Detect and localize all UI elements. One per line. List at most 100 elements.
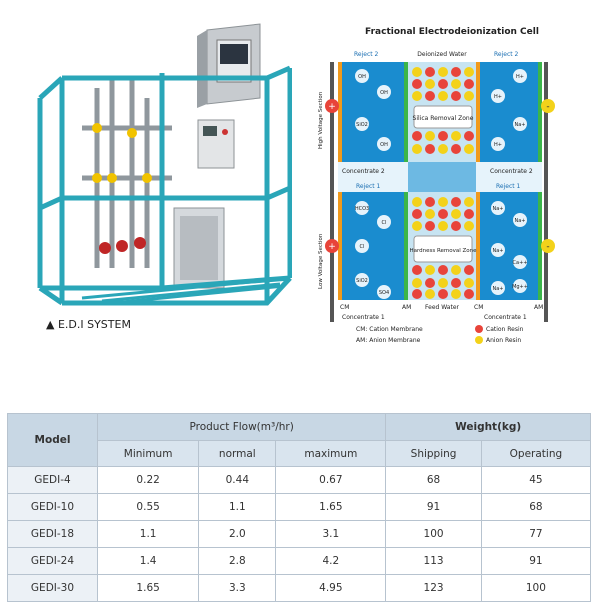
legend-cation: Cation Resin [486,326,524,333]
ion: H+ [494,94,502,100]
normal-cell: 2.8 [198,547,277,575]
table-row: GEDI-18 1.1 2.0 3.1 100 77 [7,520,592,548]
ion: Mg++ [512,284,528,290]
middle-channel [408,162,476,192]
right-electrode-strip [544,62,548,322]
minimum-cell: 1.4 [96,547,200,575]
operating-cell: 68 [480,493,592,521]
normal-cell: 1.1 [198,493,277,521]
reject1-right: Reject 1 [496,183,521,190]
shipping-cell: 113 [385,547,482,575]
minimum-cell: 1.1 [96,520,200,548]
shipping-cell: 100 [385,520,482,548]
table-row: GEDI-4 0.22 0.44 0.67 68 45 [7,466,592,494]
product-flow-header: Product Flow(m³/hr) [96,413,387,441]
upper-plus-sign: + [328,102,336,112]
lower-minus-electrode [541,239,555,253]
legend-am: AM: Anion Membrane [356,337,421,344]
normal-header: normal [198,440,277,467]
ion: Na+ [515,122,526,128]
normal-cell: 2.0 [198,520,277,548]
ion: Na+ [493,286,504,292]
reject1-left: Reject 1 [356,183,381,190]
model-cell: GEDI-30 [7,574,98,602]
weight-header: Weight(kg) [385,413,591,441]
reject2-right: Reject 2 [494,51,519,58]
operating-cell: 77 [480,520,592,548]
upper-zone-box [413,105,473,129]
maximum-header: maximum [275,440,387,467]
upper-minus-electrode [541,99,555,113]
lower-plus-electrode [325,239,339,253]
ion: OH [358,74,366,80]
table-row: GEDI-30 1.65 3.3 4.95 123 100 [7,574,592,602]
concentrate1-right: Concentrate 1 [484,314,527,321]
left-electrode-strip [330,62,334,322]
upper-ions-left: OH OH SiO2 OH [355,69,391,151]
model-cell: GEDI-4 [7,466,98,494]
upper-minus-sign: - [546,102,549,112]
upper-resin-beads [412,67,474,154]
model-cell: GEDI-24 [7,547,98,575]
control-cabinet [197,23,261,108]
photo-caption: ▲ E.D.I SYSTEM [46,318,131,331]
normal-cell: 0.44 [198,466,277,494]
lower-zone-label: Hardness Removal Zone [409,248,477,254]
ion: Ca++ [513,260,528,266]
legend-cm: CM: Cation Membrane [356,326,423,333]
lower-zone-box [413,235,473,263]
high-voltage-label: High Voltage Section [318,91,324,149]
operating-cell: 91 [480,547,592,575]
minimum-cell: 0.22 [96,466,200,494]
cation-resin-swatch [475,325,483,333]
lower-minus-sign: - [546,242,549,252]
ion: SiO2 [356,278,368,284]
concentrate1-left: Concentrate 1 [342,314,385,321]
maximum-cell: 1.65 [275,493,387,521]
maximum-cell: 4.95 [275,574,387,602]
minimum-header: Minimum [96,440,200,467]
cm-left: CM [340,304,349,311]
concentrate2-right: Concentrate 2 [490,168,533,175]
ion: OH [380,142,388,148]
valves [92,123,152,254]
ion: H+ [516,74,524,80]
operating-header: Operating [480,440,592,467]
shipping-header: Shipping [385,440,482,467]
table-row: GEDI-10 0.55 1.1 1.65 91 68 [7,493,592,521]
ion: Na+ [515,218,526,224]
am-right: AM [534,304,543,311]
model-cell: GEDI-18 [7,520,98,548]
minimum-cell: 0.55 [96,493,200,521]
ion: H+ [494,142,502,148]
edi-system-photo [37,23,292,306]
upper-zone-label: Silica Removal Zone [413,115,474,122]
model-cell: GEDI-10 [7,493,98,521]
lower-ions-left: HCO3 Cl Cl SiO2 SO4 [355,201,391,299]
edi-cell-diagram: Fractional Electrodeionization Cell [318,27,555,344]
upper-ions-right: H+ H+ Na+ H+ [491,69,527,151]
edi-module [173,207,225,289]
anion-resin-swatch [475,336,483,344]
cm-right: CM [474,304,483,311]
base-rails [81,278,285,304]
operating-cell: 45 [480,466,592,494]
lower-ions-right: Na+ Na+ Na+ Ca++ Mg++ Na+ [491,201,528,295]
ion: SiO2 [356,122,368,128]
upper-plus-electrode [325,99,339,113]
ion: Na+ [493,206,504,212]
low-voltage-label: Low Voltage Section [318,233,324,289]
shipping-cell: 123 [385,574,482,602]
ion: OH [380,90,388,96]
spec-table: Model Product Flow(m³/hr) Weight(kg) Min… [7,413,592,602]
electrical-panel [197,119,235,169]
deionized-water-label: Deionized Water [417,51,467,58]
operating-cell: 100 [480,574,592,602]
ion: Cl [360,244,365,250]
maximum-cell: 4.2 [275,547,387,575]
feed-water-label: Feed Water [425,304,459,311]
normal-cell: 3.3 [198,574,277,602]
shipping-cell: 68 [385,466,482,494]
maximum-cell: 0.67 [275,466,387,494]
ion: HCO3 [355,206,369,212]
